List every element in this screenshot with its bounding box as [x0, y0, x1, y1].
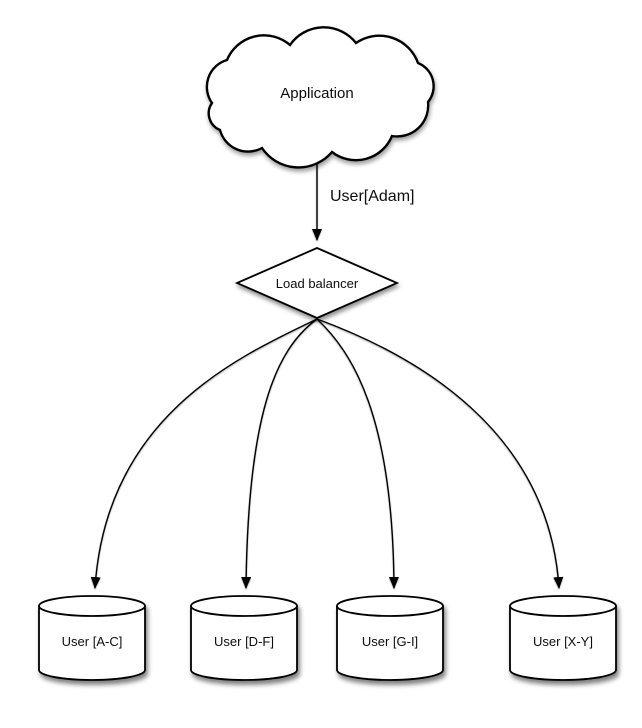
- shard-3-label: User [G-I]: [362, 634, 418, 649]
- shard-4-label: User [X-Y]: [533, 634, 593, 649]
- shard-cylinder-4: User [X-Y]: [509, 595, 617, 681]
- application-label: Application: [280, 85, 353, 102]
- shard-cylinder-2: User [D-F]: [190, 595, 298, 681]
- shard-1-label: User [A-C]: [62, 634, 123, 649]
- application-cloud-shape: [205, 26, 435, 169]
- edge-load-balancer-to-shard-1: [90, 318, 318, 589]
- shard-cylinder-1: User [A-C]: [38, 595, 146, 681]
- edge-load-balancer-to-shard-4: [316, 318, 564, 589]
- shard-2-label: User [D-F]: [214, 634, 274, 649]
- shard-cylinder-3: User [G-I]: [336, 595, 444, 681]
- edge-load-balancer-to-shard-3: [316, 318, 399, 589]
- load-balancer-diamond-shape: [234, 247, 400, 319]
- edge-load-balancer-to-shard-2: [241, 318, 318, 589]
- edge-label-user-adam: User[Adam]: [330, 188, 414, 205]
- load-balancer-label: Load balancer: [276, 276, 359, 291]
